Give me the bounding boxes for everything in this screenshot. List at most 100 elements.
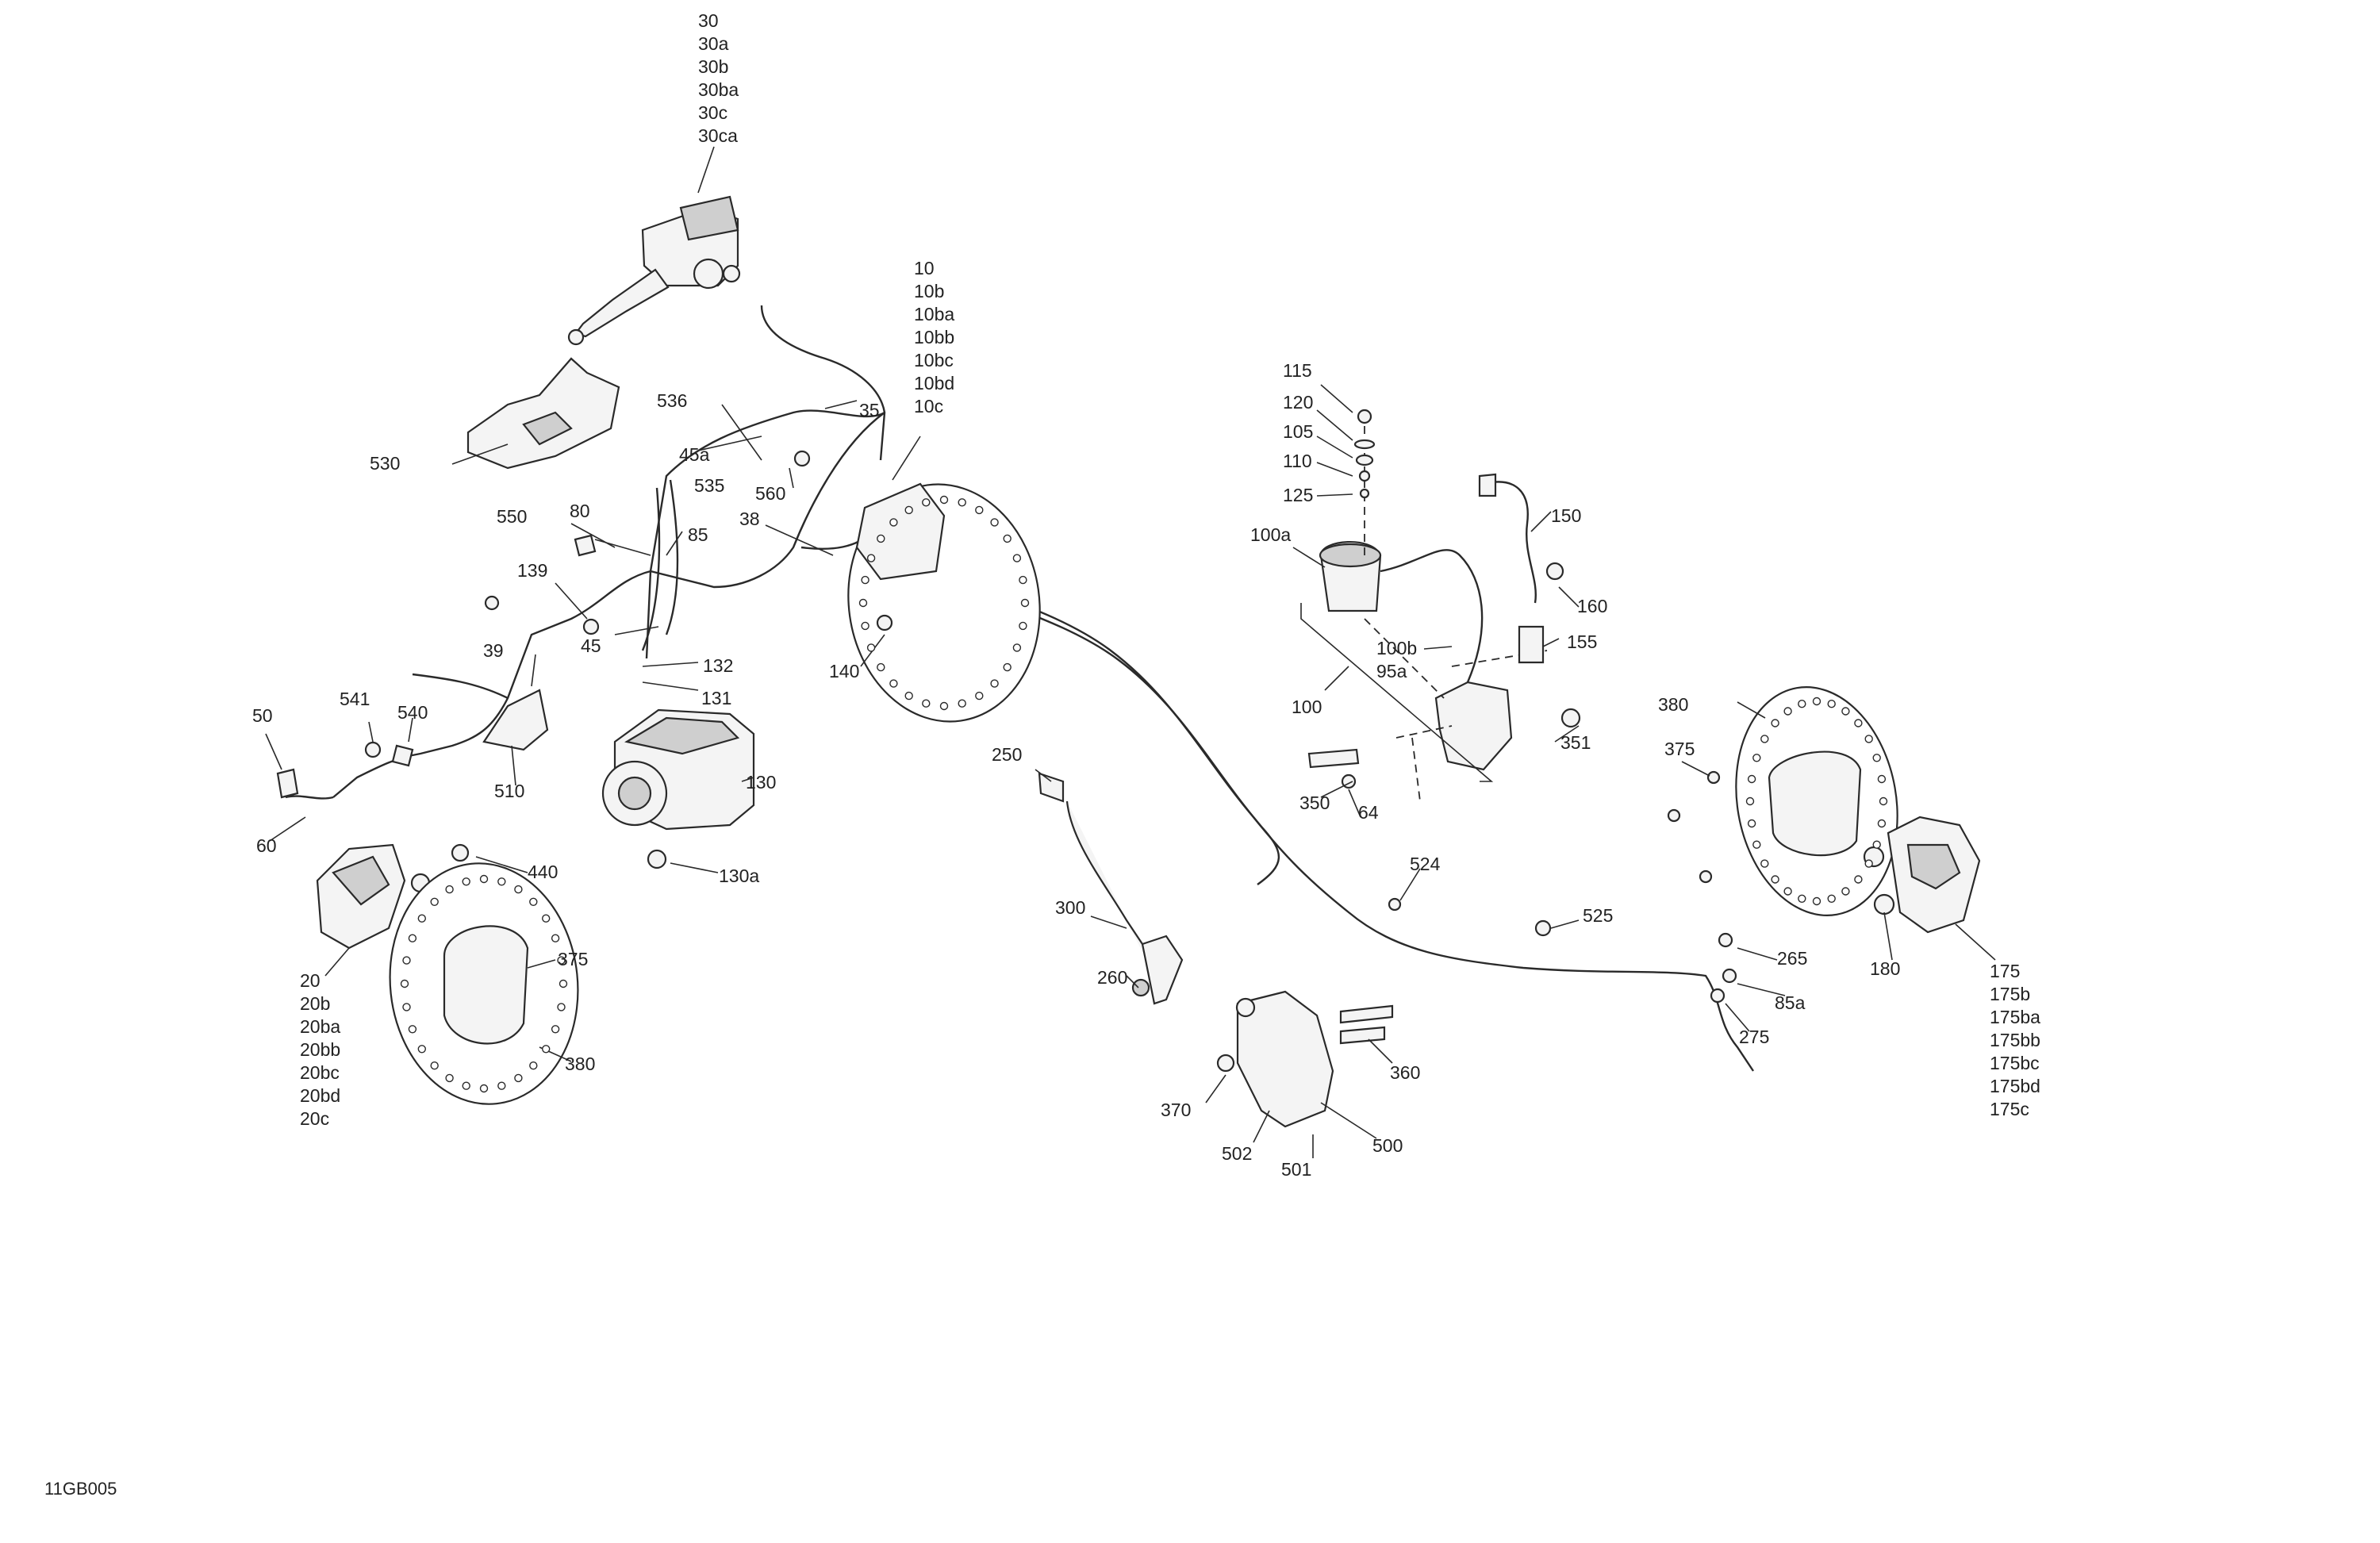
callout-375: 375 — [558, 949, 589, 969]
disc-hole — [529, 1061, 538, 1070]
disc-hole — [1752, 754, 1761, 762]
callout-100: 100 — [1292, 697, 1322, 717]
disc-hole — [479, 1084, 489, 1093]
callout-140: 140 — [829, 661, 860, 681]
callout-30-line: 30ca — [698, 125, 738, 146]
disc-hole — [1783, 707, 1792, 716]
callout-10-line: 10 — [914, 258, 935, 278]
front-right-disc — [847, 482, 1041, 723]
disc-hole — [866, 643, 876, 652]
bracket-510 — [482, 689, 549, 751]
rear-disc — [1735, 686, 1898, 916]
disc-hole — [1012, 554, 1022, 562]
callout-175: 175 175b 175ba 175bb 175bc 175bd 175c — [1990, 960, 2040, 1121]
callout-175-line: 175b — [1990, 984, 2031, 1004]
disc-hole — [1019, 575, 1027, 585]
callout-30-line: 30c — [698, 102, 728, 123]
disc-hole — [1003, 662, 1012, 672]
callout-20-line: 20bd — [300, 1085, 341, 1106]
disc-hole — [1872, 840, 1881, 849]
callout-250: 250 — [992, 744, 1023, 765]
disc-hole — [1812, 697, 1821, 706]
disc-hole — [417, 1045, 426, 1054]
callout-541: 541 — [340, 689, 370, 709]
front-left-disc — [389, 862, 579, 1105]
callout-535: 535 — [694, 475, 725, 496]
bracket-530 — [466, 357, 620, 470]
disc-hole — [1841, 887, 1850, 896]
disc-hole — [1798, 700, 1806, 708]
disc-hole — [551, 1025, 560, 1034]
callout-360: 360 — [1390, 1062, 1421, 1083]
callout-120: 120 — [1283, 392, 1314, 413]
callout-370: 370 — [1161, 1100, 1192, 1120]
callout-20: 20 20b 20ba 20bb 20bc 20bd 20c — [300, 969, 340, 1130]
callout-30-line: 30b — [698, 56, 729, 77]
callout-131: 131 — [701, 688, 732, 708]
disc-holes — [858, 495, 1030, 711]
callout-300: 300 — [1055, 897, 1086, 918]
disc-holes — [400, 874, 568, 1093]
disc-hole — [557, 1003, 566, 1011]
disc-hole — [445, 885, 454, 894]
callout-175-line: 175ba — [1990, 1007, 2040, 1027]
bracket-500 — [1216, 990, 1394, 1128]
disc-holes — [1745, 697, 1888, 906]
callout-110: 110 — [1283, 451, 1312, 471]
brake-pedal — [1038, 772, 1184, 1005]
callout-130: 130 — [746, 772, 777, 793]
disc-hole — [975, 505, 984, 515]
disc-hole — [1864, 859, 1873, 868]
disc-hole — [1854, 875, 1863, 884]
callout-30-line: 30 — [698, 10, 719, 31]
disc-hole — [542, 1045, 551, 1054]
disc-hole — [1877, 774, 1887, 784]
callout-45: 45 — [581, 635, 601, 656]
disc-hole — [1827, 894, 1836, 904]
rear-caliper — [1863, 816, 1981, 934]
disc-hole — [408, 1025, 417, 1034]
callout-10-line: 10bb — [914, 327, 955, 347]
disc-hole — [1771, 719, 1779, 727]
disc-hole — [462, 877, 470, 886]
callout-275: 275 — [1739, 1027, 1770, 1047]
callout-530: 530 — [370, 453, 401, 474]
leader-lines — [265, 146, 1996, 1158]
callout-550: 550 — [497, 506, 528, 527]
disc-hole — [922, 699, 931, 708]
callout-175-line: 175bc — [1990, 1053, 2040, 1073]
disc-hole — [462, 1081, 470, 1090]
callout-501: 501 — [1281, 1159, 1312, 1180]
callout-525: 525 — [1583, 905, 1614, 926]
callout-60: 60 — [256, 835, 277, 856]
callout-10-line: 10ba — [914, 304, 955, 324]
callout-540: 540 — [397, 702, 428, 723]
callout-10-line: 10bd — [914, 373, 955, 393]
callout-150: 150 — [1551, 505, 1582, 526]
disc-hole — [1877, 819, 1887, 828]
disc-hole — [1012, 643, 1022, 652]
disc-hole — [904, 691, 913, 700]
disc-hole — [1771, 875, 1779, 884]
disc-hole — [904, 505, 913, 515]
disc-hole — [542, 914, 551, 923]
disc-hole — [1760, 859, 1769, 868]
disc-hole — [858, 598, 868, 608]
wheel-speed-sensor — [1478, 473, 1564, 664]
callout-10-line: 10b — [914, 281, 945, 301]
callout-85a: 85a — [1775, 992, 1806, 1013]
callout-440: 440 — [528, 862, 559, 882]
callout-524: 524 — [1410, 854, 1441, 874]
disc-hole — [861, 575, 869, 585]
callout-175-line: 175bb — [1990, 1030, 2040, 1050]
disc-hole — [958, 699, 966, 708]
disc-hole — [400, 979, 409, 988]
callout-510: 510 — [494, 781, 525, 801]
disc-hole — [861, 621, 869, 631]
callout-38: 38 — [739, 509, 760, 529]
callout-50: 50 — [252, 705, 273, 726]
callout-560: 560 — [755, 483, 786, 504]
disc-hole — [975, 691, 984, 700]
disc-hole — [1019, 621, 1027, 631]
disc-hole — [990, 518, 999, 527]
